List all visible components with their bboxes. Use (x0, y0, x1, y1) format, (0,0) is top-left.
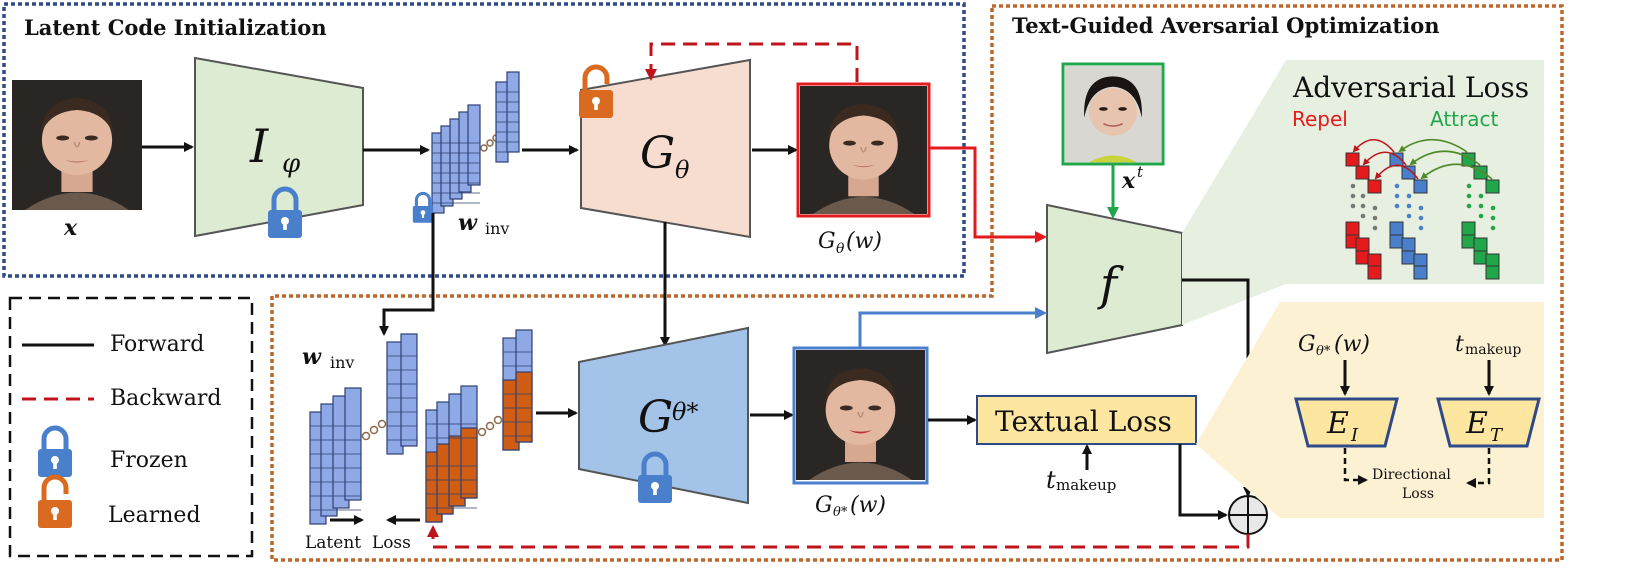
directional-t-label: t (1455, 332, 1464, 357)
target-label: x (1121, 168, 1136, 194)
input-label-x: x (63, 215, 78, 241)
init-section-title: Latent Code Initialization (24, 15, 327, 40)
generator-block (580, 58, 751, 239)
w-inv-bottom-stack (309, 333, 418, 525)
directional-panel-connector (1196, 302, 1280, 518)
generated-label-arg: (w) (846, 229, 882, 254)
target-face-image (1065, 66, 1161, 163)
text-encoder-block (1436, 397, 1541, 448)
attract-label: Attract (1430, 107, 1498, 131)
opt-section-border (270, 4, 1564, 562)
legend-learned-label: Learned (108, 503, 201, 528)
anchor-feature-column (1389, 152, 1428, 280)
t-makeup-label-sub: makeup (1056, 476, 1116, 494)
w-inv-bottom-label: w (302, 344, 322, 370)
input-face-image (11, 79, 143, 211)
directional-loss-label-1: Directional (1372, 467, 1451, 483)
latent-loss-label: Latent Loss (305, 533, 411, 553)
generator-star-block (578, 326, 749, 505)
legend-frozen-lock-icon (38, 428, 72, 477)
makeup-generated-label-arg: (w) (850, 493, 886, 518)
generated-label: G (818, 229, 836, 254)
textual-loss-label: Textual Loss (995, 405, 1172, 438)
encoder-label: I (249, 119, 269, 173)
image-encoder-label-sub: I (1350, 425, 1359, 446)
attract-feature-column (1461, 152, 1500, 280)
generator-label: G (640, 128, 675, 179)
adversarial-title: Adversarial Loss (1292, 71, 1529, 104)
text-encoder-label: E (1465, 406, 1488, 441)
legend-backward-label: Backward (110, 386, 221, 411)
generated-label-sub: θ (836, 241, 845, 257)
w-inv-label-sub: inv (485, 219, 509, 238)
generator-label-sub: θ (675, 156, 690, 184)
repel-feature-column (1345, 152, 1382, 280)
legend-forward-label: Forward (110, 332, 204, 357)
opt-section-title: Text-Guided Aversarial Optimization (1012, 13, 1440, 38)
makeup-face-image (795, 349, 926, 481)
image-encoder-block (1294, 397, 1399, 448)
repel-label: Repel (1292, 107, 1348, 131)
makeup-generated-label-sub: θ* (833, 505, 848, 520)
image-encoder-label: E (1326, 406, 1349, 441)
w-inv-latent-stack (431, 71, 520, 214)
directional-g-label: G (1298, 332, 1316, 357)
target-label-sup: t (1137, 163, 1144, 181)
legend-border (8, 296, 254, 558)
legend-frozen-label: Frozen (110, 448, 188, 473)
generated-face-image (799, 85, 928, 215)
legend-learned-lock-icon (38, 477, 72, 528)
encoder-block (194, 56, 364, 238)
w-inv-bottom-label-sub: inv (330, 353, 354, 372)
generator-lock-open-icon (579, 67, 613, 118)
directional-g-label-arg: (w) (1334, 332, 1370, 357)
directional-loss-label-2: Loss (1402, 486, 1434, 502)
generator-star-label: G (638, 392, 673, 443)
t-makeup-label: t (1046, 466, 1056, 494)
adversarial-panel-connector (1182, 60, 1286, 325)
sum-node (1228, 495, 1268, 535)
init-section-border (2, 2, 966, 278)
makeup-generated-label: G (815, 493, 833, 518)
generator-star-label-sub: θ* (672, 398, 698, 426)
w-learned-stack (425, 329, 533, 523)
directional-t-label-sub: makeup (1465, 342, 1521, 358)
directional-g-label-sub: θ* (1316, 344, 1331, 359)
text-encoder-label-sub: T (1490, 425, 1504, 446)
w-inv-lock-icon (411, 191, 435, 225)
w-inv-label: w (458, 210, 478, 236)
encoder-label-sub: φ (282, 149, 301, 179)
